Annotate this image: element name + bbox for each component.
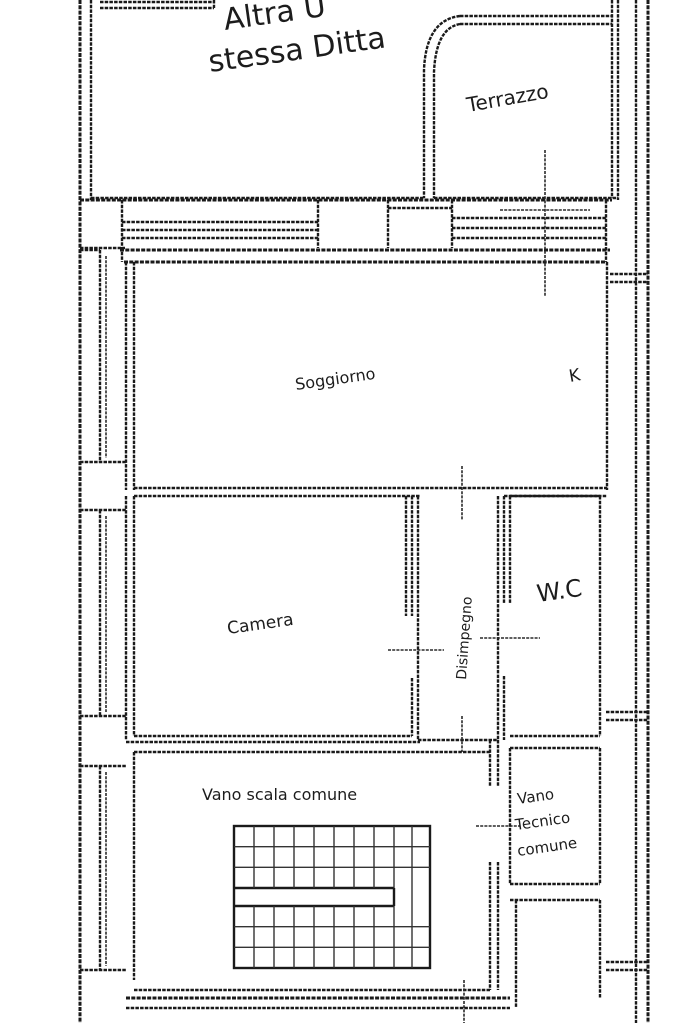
label-terrazzo: Terrazzo bbox=[464, 79, 551, 117]
vano-tecnico-room bbox=[508, 746, 602, 1008]
label-disimpegno: Disimpegno bbox=[454, 596, 476, 680]
label-wc: W.C bbox=[535, 574, 584, 608]
label-vano-tecnico-2: Tecnico bbox=[513, 808, 571, 834]
stair-hall bbox=[126, 740, 520, 1023]
terrace-cross-mark bbox=[500, 150, 590, 296]
label-soggiorno: Soggiorno bbox=[294, 364, 377, 394]
upper-enclosure bbox=[91, 0, 618, 200]
outer-walls bbox=[78, 0, 650, 1023]
label-camera: Camera bbox=[226, 610, 295, 639]
left-windows bbox=[80, 248, 126, 972]
soggiorno-room bbox=[124, 262, 609, 498]
label-vano-tecnico-1: Vano bbox=[516, 785, 555, 808]
terrace-wall-band bbox=[80, 198, 612, 264]
label-k: K bbox=[567, 365, 582, 387]
right-windows bbox=[606, 272, 648, 972]
camera-room bbox=[124, 496, 420, 744]
wc-room bbox=[510, 494, 602, 738]
label-vano-tecnico-3: comune bbox=[516, 834, 578, 860]
disimpegno-corridor bbox=[388, 466, 540, 752]
stair-frame bbox=[232, 824, 432, 970]
label-vano-scala: Vano scala comune bbox=[202, 785, 357, 804]
staircase bbox=[232, 824, 432, 970]
